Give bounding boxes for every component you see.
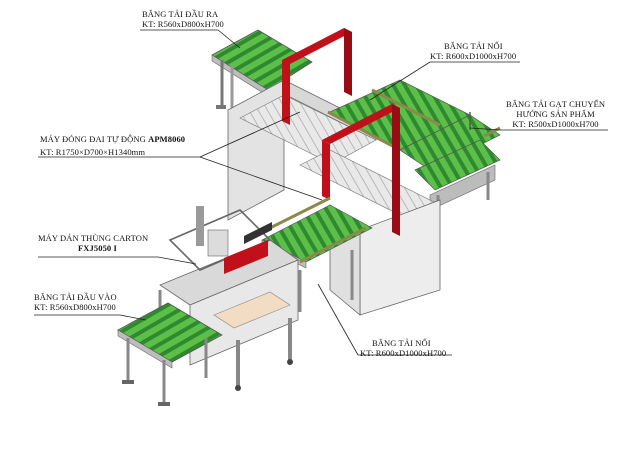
label-infeed-title: BĂNG TẢI ĐẦU VÀO (34, 292, 117, 302)
label-link-bottom: BĂNG TẢI NỐI KT: R600xD1000xH700 (360, 338, 446, 358)
label-strapper-size: KT: R1750×D700×H1340mm (40, 147, 146, 157)
label-strapper-title: MÁY ĐÓNG ĐAI TỰ ĐỘNG APM8060 (40, 134, 185, 144)
label-link-bottom-size: KT: R600xD1000xH700 (360, 348, 447, 358)
infeed-conveyor (117, 302, 223, 406)
label-strapper-name: MÁY ĐÓNG ĐAI TỰ ĐỘNG (40, 134, 149, 144)
label-turner-title: BĂNG TẢI GẠT CHUYỂN (506, 99, 606, 109)
label-link-bottom-title: BĂNG TẢI NỐI (372, 338, 431, 348)
label-strapper-model: APM8060 (148, 134, 186, 144)
label-infeed: BĂNG TẢI ĐẦU VÀO KT: R560xD800xH700 (34, 292, 117, 312)
leader-lines (34, 29, 608, 356)
label-link-top: BĂNG TẢI NỐI KT: R600xD1000xH700 (430, 41, 516, 61)
label-strapper: MÁY ĐÓNG ĐAI TỰ ĐỘNG APM8060 KT: R1750×D… (40, 134, 185, 157)
label-infeed-size: KT: R560xD800xH700 (34, 302, 116, 312)
label-link-top-title: BĂNG TẢI NỐI (444, 41, 503, 51)
label-outfeed-size: KT: R560xD800xH700 (142, 19, 224, 29)
label-turner: BĂNG TẢI GẠT CHUYỂN HƯỚNG SẢN PHẨM KT: R… (506, 99, 605, 129)
label-turner-size: KT: R500xD1000xH700 (512, 119, 599, 129)
label-outfeed: BĂNG TẢI ĐẦU RA KT: R560xD800xH700 (142, 9, 224, 29)
label-sealer: MÁY DÁN THÙNG CARTON FXJ5050 I (38, 233, 148, 253)
label-sealer-title: MÁY DÁN THÙNG CARTON (38, 233, 149, 243)
carton-sealer (158, 206, 299, 391)
label-sealer-model: FXJ5050 I (78, 243, 117, 253)
label-turner-subtitle: HƯỚNG SẢN PHẨM (516, 109, 595, 119)
label-outfeed-title: BĂNG TẢI ĐẦU RA (142, 9, 219, 19)
label-link-top-size: KT: R600xD1000xH700 (430, 51, 517, 61)
turner-conveyor (399, 112, 501, 225)
